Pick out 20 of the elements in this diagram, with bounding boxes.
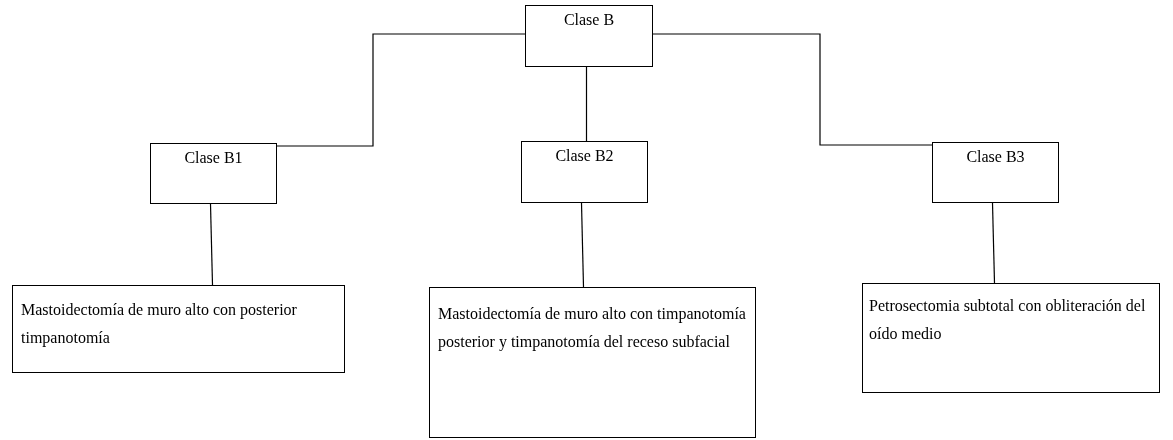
- connector-line: [585, 66, 588, 142]
- connector-line: [276, 33, 526, 147]
- box-label: Petrosectomia subtotal con obliteración del oído medio: [869, 296, 1147, 344]
- text-box: [12, 285, 345, 373]
- connector-line: [209, 203, 214, 286]
- text-box: [150, 143, 277, 204]
- text-box: [429, 287, 756, 438]
- text-box: [525, 5, 653, 67]
- text-box: [862, 283, 1160, 393]
- box-label: Mastoidectomía de muro alto con timpanotomía posterior y timpanotomía del receso subfacial: [438, 304, 747, 353]
- connector-line: [580, 202, 585, 288]
- text-box: [521, 141, 648, 203]
- box-label: Clase B: [562, 10, 616, 30]
- box-label: Clase B3: [965, 147, 1026, 167]
- text-box: [932, 142, 1059, 203]
- box-label: Clase B2: [554, 146, 615, 166]
- box-label: Clase B1: [183, 148, 244, 168]
- box-label: Mastoidectomía de muro alto con posterior timpanotomía: [21, 300, 298, 349]
- connector-line: [652, 33, 933, 146]
- connector-line: [991, 202, 996, 284]
